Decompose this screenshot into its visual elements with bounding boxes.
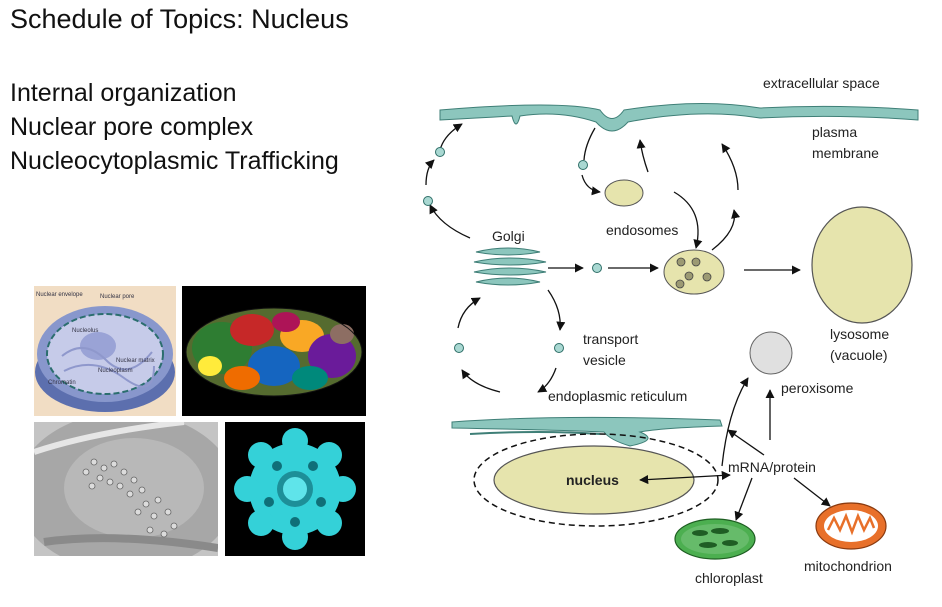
cutaway-label-chromatin: Chromatin: [48, 380, 76, 386]
cutaway-label-pore: Nuclear pore: [100, 294, 135, 300]
cutaway-label-nucleolus: Nucleolus: [72, 328, 98, 334]
label-plasma-membrane-line2: membrane: [812, 145, 879, 161]
label-endoplasmic-reticulum: endoplasmic reticulum: [548, 388, 687, 404]
chromosome-territories-image: [182, 286, 366, 416]
topic-item: Nuclear pore complex: [10, 113, 254, 141]
label-golgi: Golgi: [492, 228, 525, 244]
label-lysosome-line2: (vacuole): [830, 347, 888, 363]
cutaway-label-nucleoplasm: Nucleoplasm: [98, 368, 133, 374]
label-plasma-membrane-line1: plasma: [812, 124, 857, 140]
topic-item: Internal organization: [10, 79, 237, 107]
label-endosomes: endosomes: [606, 222, 678, 238]
topic-list: Internal organization Nuclear pore compl…: [10, 76, 339, 178]
pore-complex-image: [225, 422, 365, 556]
label-mitochondrion: mitochondrion: [804, 558, 892, 574]
topic-item: Nucleocytoplasmic Trafficking: [10, 147, 339, 175]
label-mrna-protein: mRNA/protein: [728, 459, 816, 475]
cutaway-label-matrix: Nuclear matrix: [116, 358, 155, 364]
slide-title: Schedule of Topics: Nucleus: [10, 4, 349, 34]
label-chloroplast: chloroplast: [695, 570, 763, 586]
label-transport-vesicle-line2: vesicle: [583, 352, 626, 368]
nucleus-cutaway-image: Nuclear envelope Nuclear pore Nucleolus …: [34, 286, 176, 416]
endoplasmic-reticulum: [451, 416, 723, 447]
cutaway-label-envelope: Nuclear envelope: [36, 292, 83, 298]
plasma-membrane: [439, 102, 919, 132]
label-extracellular-space: extracellular space: [763, 75, 880, 91]
freeze-fracture-image: [34, 422, 218, 556]
mitochondrion: [815, 502, 887, 550]
chloroplast: [674, 518, 756, 560]
label-peroxisome: peroxisome: [781, 380, 854, 396]
golgi-apparatus: [473, 247, 547, 286]
lysosome: [811, 206, 913, 324]
label-transport-vesicle-line1: transport: [583, 331, 638, 347]
label-nucleus: nucleus: [566, 472, 619, 488]
label-lysosome-line1: lysosome: [830, 326, 889, 342]
peroxisome: [749, 331, 793, 375]
